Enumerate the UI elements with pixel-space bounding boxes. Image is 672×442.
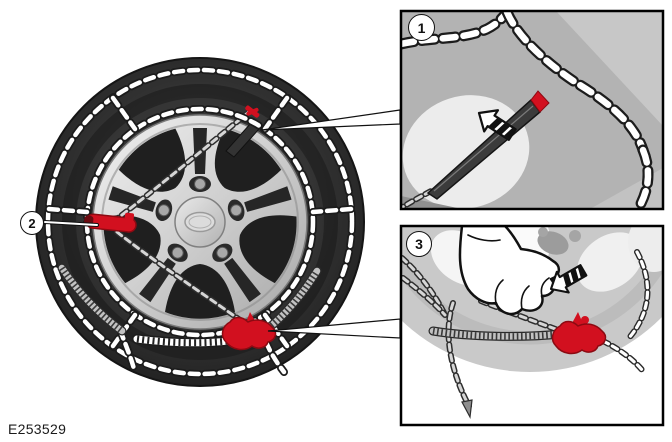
lug-nuts	[157, 178, 243, 259]
detail-panel-3	[401, 226, 663, 425]
panel1-border	[399, 9, 665, 211]
detail-panel-1	[401, 11, 663, 209]
panel3-chains	[401, 252, 647, 419]
callout-badge-1: 1	[408, 14, 435, 41]
callout-badge-2: 2	[20, 211, 44, 235]
hook-red-tip	[530, 90, 550, 113]
panel3-red-fastener	[551, 312, 607, 355]
callout-badge-3: 3	[406, 231, 432, 257]
red-clip-top	[245, 105, 260, 118]
panel3-border	[399, 224, 665, 427]
figure-code-label: E253529	[8, 421, 67, 437]
tire-with-chains	[35, 57, 401, 387]
alloy-wheel	[92, 114, 308, 330]
hand	[458, 226, 560, 316]
red-tensioner-lever	[84, 212, 137, 233]
red-fastener-bottom	[221, 312, 277, 351]
